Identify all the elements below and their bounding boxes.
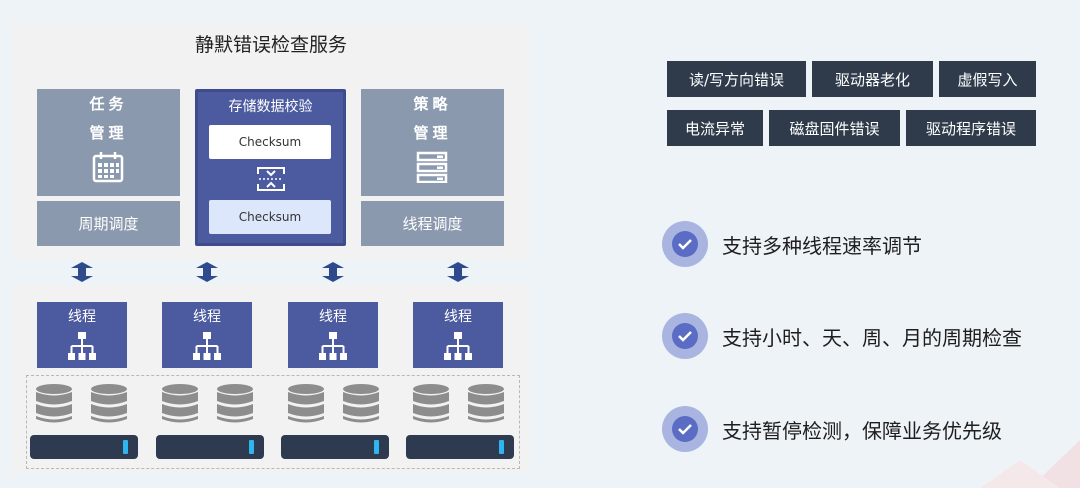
error-type-badge: 磁盘固件错误 (769, 110, 900, 146)
database-icon (468, 384, 504, 423)
database-icon (36, 384, 72, 423)
task-label-line1: 任务 (89, 95, 128, 113)
server-stack-icon (416, 151, 448, 183)
error-type-badge: 驱动程序错误 (906, 110, 1036, 146)
feature-text: 支持多种线程速率调节 (722, 234, 922, 258)
double-arrow-icon (196, 262, 218, 282)
error-type-badge: 虚假写入 (939, 61, 1036, 97)
thread-label: 线程 (68, 309, 96, 325)
server-bar (281, 435, 389, 459)
check-icon (662, 221, 708, 267)
disk-zone (26, 375, 520, 469)
thread-label: 线程 (444, 309, 472, 325)
thread-label: 线程 (193, 309, 221, 325)
double-arrow-icon (322, 262, 344, 282)
server-status-light (249, 440, 254, 454)
decorative-corner-shape (980, 440, 1080, 488)
compare-icon (257, 167, 285, 191)
thread-schedule-label: 线程调度 (361, 201, 504, 246)
calendar-icon (92, 152, 124, 183)
period-schedule-label: 周期调度 (37, 201, 180, 246)
server-status-light (374, 440, 379, 454)
checksum-box-top: Checksum (209, 125, 331, 159)
error-type-badge: 电流异常 (667, 110, 763, 146)
database-icon (413, 384, 449, 423)
storage-verify-title: 存储数据校验 (228, 99, 313, 115)
server-status-light (123, 440, 128, 454)
server-bar (156, 435, 264, 459)
network-tree-icon (319, 332, 347, 360)
policy-management-card: 策略 管理 (361, 89, 504, 196)
network-tree-icon (68, 332, 96, 360)
database-icon (162, 384, 198, 423)
service-title: 静默错误检查服务 (194, 34, 347, 56)
task-management-card: 任务 管理 (37, 89, 180, 196)
policy-label-line2: 管理 (413, 124, 452, 142)
database-icon (91, 384, 127, 423)
check-icon (662, 406, 708, 452)
error-type-badge: 驱动器老化 (812, 61, 933, 97)
double-arrow-icon (71, 262, 93, 282)
double-arrow-icon (447, 262, 469, 282)
network-tree-icon (444, 332, 472, 360)
feature-text: 支持小时、天、周、月的周期检查 (722, 326, 1022, 350)
server-bar (406, 435, 514, 459)
database-icon (217, 384, 253, 423)
server-status-light (499, 440, 504, 454)
database-icon (343, 384, 379, 423)
task-label-line2: 管理 (89, 124, 128, 142)
feature-text: 支持暂停检测，保障业务优先级 (722, 419, 1002, 443)
database-icon (288, 384, 324, 423)
thread-label: 线程 (319, 309, 347, 325)
checksum-box-bottom: Checksum (209, 200, 331, 234)
network-tree-icon (193, 332, 221, 360)
policy-label-line1: 策略 (413, 95, 452, 113)
error-type-badge: 读/写方向错误 (667, 61, 806, 97)
server-bar (30, 435, 138, 459)
check-icon (662, 313, 708, 359)
